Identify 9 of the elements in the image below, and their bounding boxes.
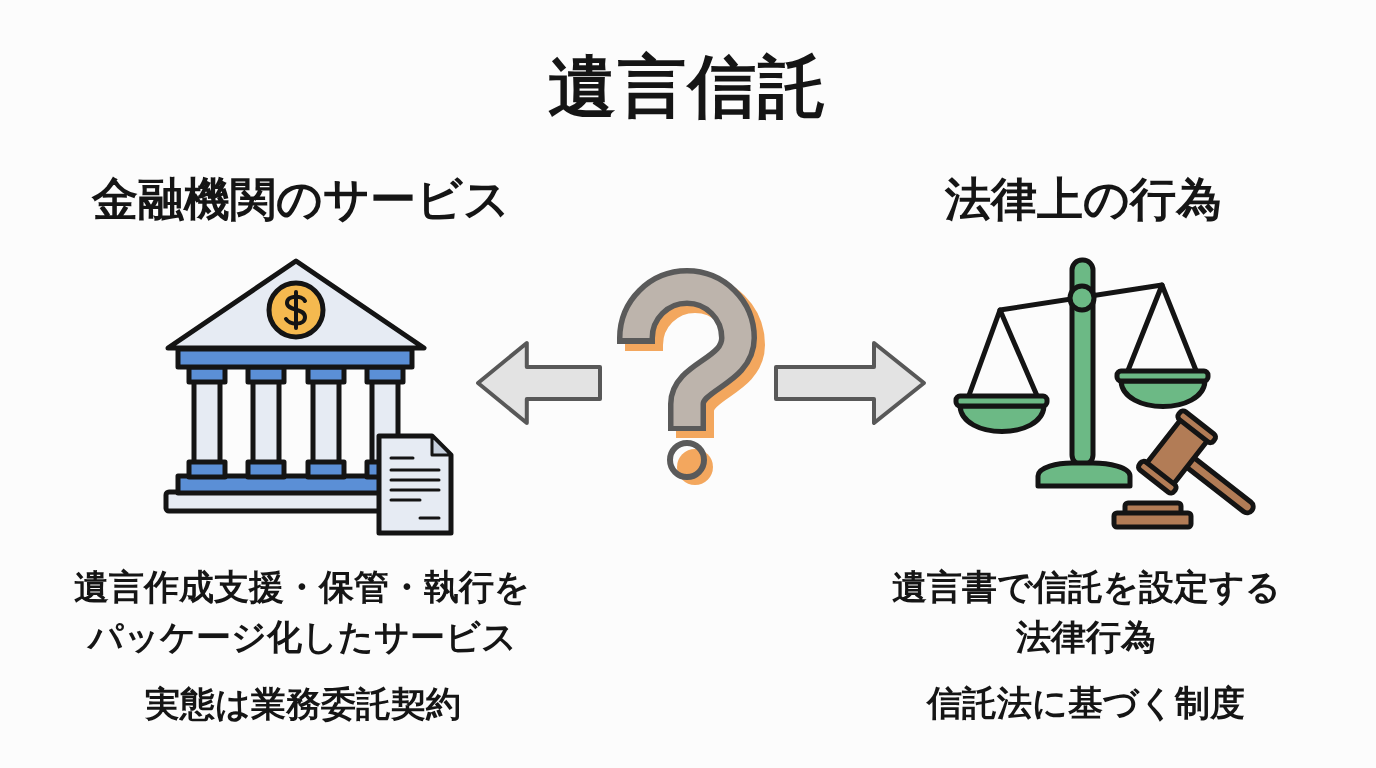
description-text: 信託法に基づく制度 (927, 682, 1245, 725)
arrow (774, 341, 926, 425)
section-heading: 金融機関のサービス (92, 171, 510, 227)
title: 遺言信託 (548, 46, 828, 128)
section-heading: 法律上の行為 (944, 171, 1222, 227)
description-text: 実態は業務委託契約 (145, 683, 461, 726)
arrow (476, 341, 602, 425)
description-text: 遺言書で信託を設定する法律行為 (890, 566, 1282, 659)
description-text: 遺言作成支援・保管・執行をパッケージ化したサービス (73, 566, 531, 659)
